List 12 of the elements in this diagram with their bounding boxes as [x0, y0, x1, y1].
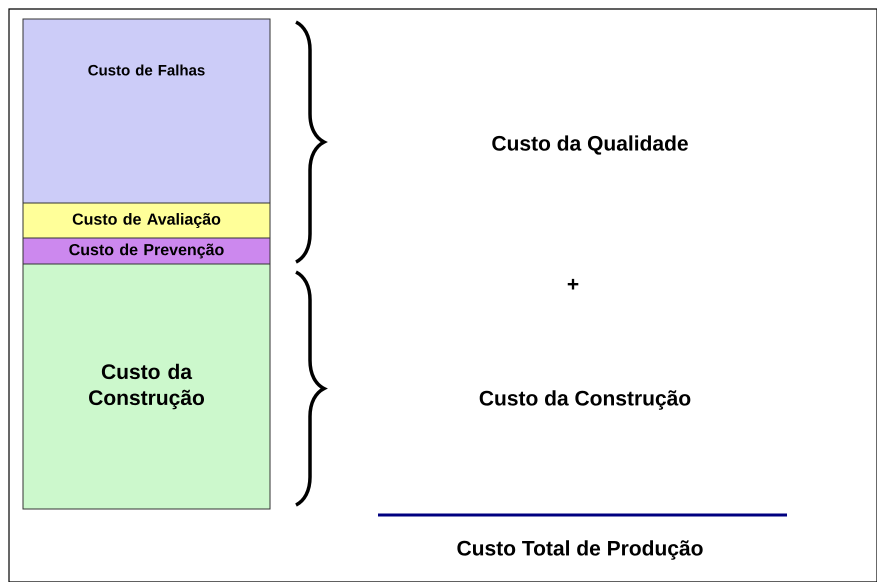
box-label: Custo de Falhas [88, 64, 205, 76]
box-label: Custo de Avaliação [72, 213, 220, 228]
cost-box [22, 264, 270, 510]
box-label: Custo de Prevenção [69, 244, 224, 258]
cost-label: Custo Total de Produção [457, 540, 703, 560]
cost-label: Custo da Qualidade [492, 135, 688, 155]
cost-box [22, 202, 270, 238]
cost-label: Custo da Construção [480, 390, 690, 410]
cost-label: + [568, 278, 578, 290]
cost-box [22, 18, 270, 204]
box-label: Custo da Construção [89, 364, 204, 410]
cost-box [22, 238, 270, 264]
